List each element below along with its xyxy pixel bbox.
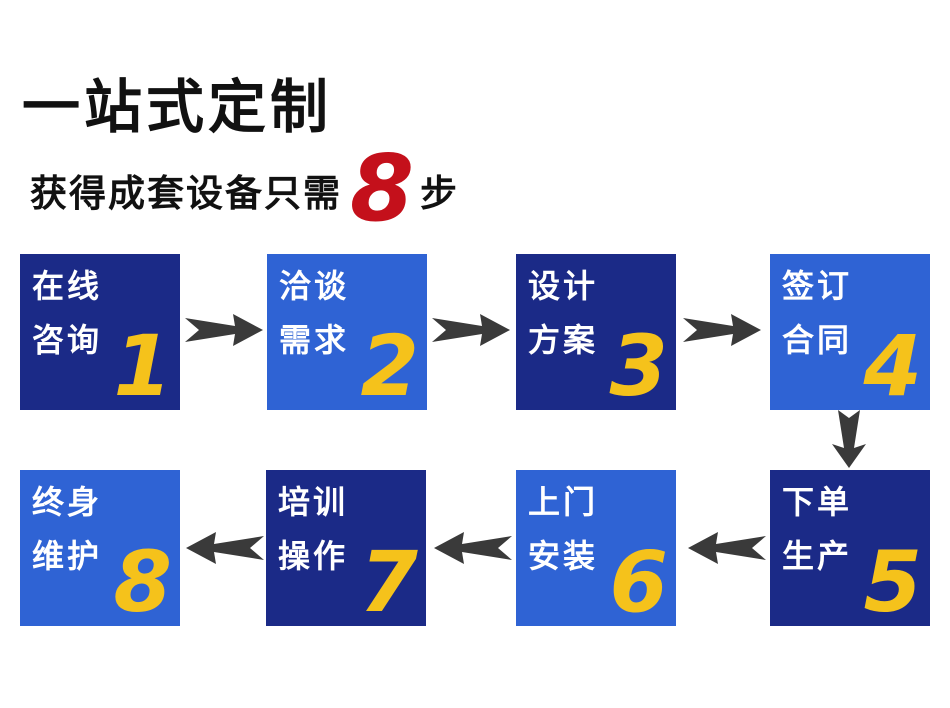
step-8-line2: 维护 [32,537,103,575]
step-card-6: 上门 安装 6 [516,470,676,626]
step-7-number: 7 [359,533,418,626]
step-4-line1: 签订 [782,267,853,305]
step-card-3: 设计 方案 3 [516,254,676,410]
step-5-line1: 下单 [782,483,853,521]
subtitle-step-count: 8 [350,135,415,242]
step-card-5: 下单 生产 5 [770,470,930,626]
step-card-4: 签订 合同 4 [770,254,930,410]
step-8-line1: 终身 [32,483,103,521]
step-4-number: 4 [863,317,922,410]
step-3-line2: 方案 [528,321,599,359]
step-6-line1: 上门 [528,483,599,521]
step-1-number: 1 [113,317,172,410]
subtitle-suffix: 步 [420,171,460,215]
step-3-number: 3 [609,317,668,410]
step-6-line2: 安装 [528,537,599,575]
step-2-line2: 需求 [279,321,350,359]
step-7-line2: 操作 [278,537,349,575]
arrow-down-icon [832,410,866,468]
arrow-left-icon [688,532,766,564]
step-card-1: 在线 咨询 1 [20,254,180,410]
step-card-2: 洽谈 需求 2 [267,254,427,410]
step-4-line2: 合同 [782,321,853,359]
step-card-8: 终身 维护 8 [20,470,180,626]
arrow-right-icon [185,314,263,346]
arrow-right-icon [683,314,761,346]
step-7-line1: 培训 [278,483,349,521]
arrow-right-icon [432,314,510,346]
step-1-line1: 在线 [32,267,103,305]
step-5-number: 5 [863,533,922,626]
arrow-left-icon [186,532,264,564]
step-8-number: 8 [113,533,172,626]
step-3-line1: 设计 [528,267,599,305]
subtitle-prefix: 获得成套设备只需 [30,171,342,215]
page-title: 一站式定制 [22,73,333,141]
step-6-number: 6 [609,533,668,626]
step-1-line2: 咨询 [32,321,103,359]
arrow-left-icon [434,532,512,564]
step-card-7: 培训 操作 7 [266,470,426,626]
step-5-line2: 生产 [782,537,853,575]
page-subtitle: 获得成套设备只需 8 步 [30,143,460,235]
step-2-number: 2 [360,317,419,410]
step-2-line1: 洽谈 [279,267,350,305]
